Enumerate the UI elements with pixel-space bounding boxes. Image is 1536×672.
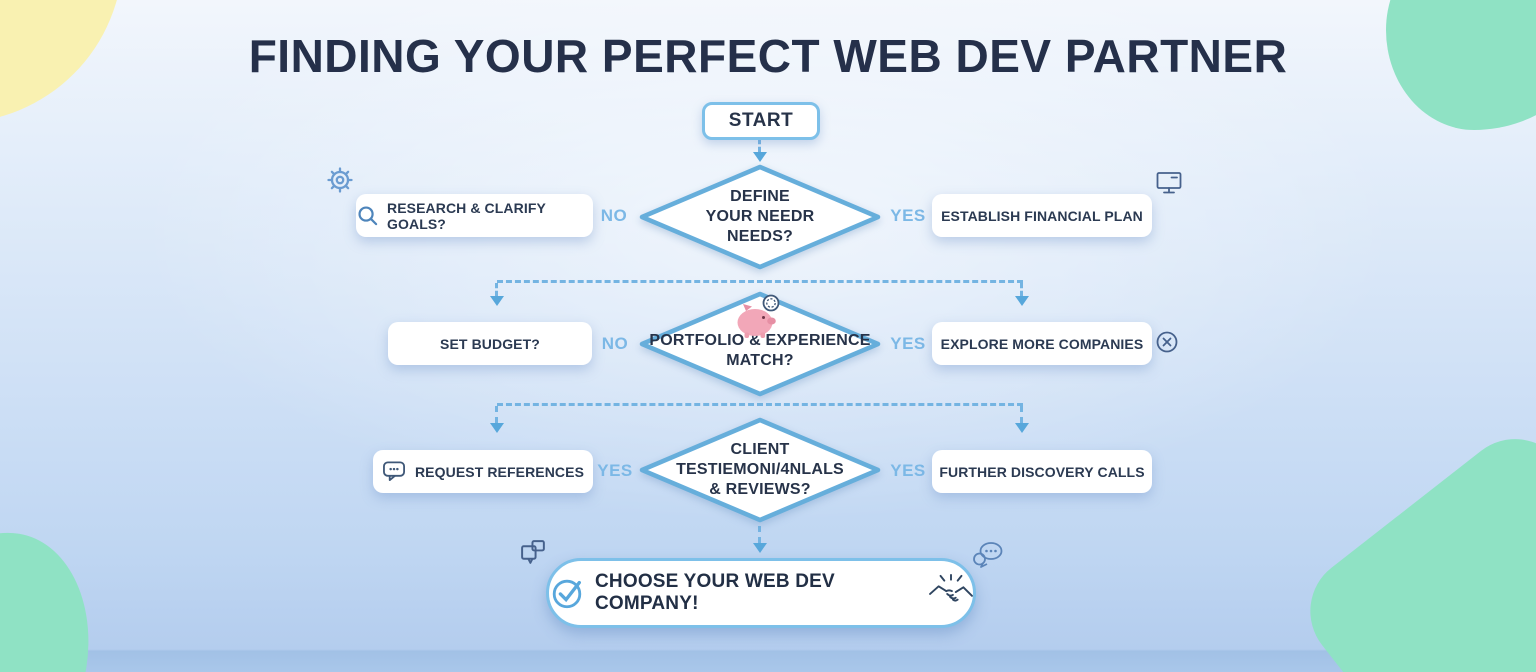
- gear-icon: [326, 166, 354, 194]
- action-set-budget: SET BUDGET?: [388, 322, 592, 365]
- arrow-down-icon: [490, 423, 504, 433]
- action-request-references: REQUEST REFERENCES: [373, 450, 593, 493]
- action-establish-financial-plan: ESTABLISH FINANCIAL PLAN: [932, 194, 1152, 237]
- branch-label-no-2: NO: [601, 334, 629, 353]
- action-label: FURTHER DISCOVERY CALLS: [939, 463, 1145, 480]
- flow-connector-row3: [497, 403, 1023, 406]
- start-node: START: [702, 102, 820, 140]
- monitor-icon: [1156, 171, 1182, 195]
- arrow-down-icon: [1015, 296, 1029, 306]
- action-label: RESEARCH & CLARIFY GOALS?: [387, 199, 546, 232]
- action-research-clarify-goals: RESEARCH & CLARIFY GOALS?: [356, 194, 593, 237]
- action-label: SET BUDGET?: [440, 335, 540, 352]
- flow-connector-row2-right: [1020, 283, 1023, 296]
- branch-label-no-1: NO: [600, 206, 628, 225]
- action-label: REQUEST REFERENCES: [414, 463, 585, 480]
- decision-client-testimonials: CLIENT TESTIEMONI/4NLALS & REVIEWS?: [637, 415, 883, 525]
- start-label: START: [728, 110, 794, 131]
- arrow-down-icon: [753, 543, 767, 553]
- flow-connector-row2: [497, 280, 1023, 283]
- chat-bubble-icon: [382, 460, 407, 483]
- end-node: CHOOSE YOUR WEB DEV COMPANY!: [546, 558, 976, 628]
- action-further-discovery-calls: FURTHER DISCOVERY CALLS: [932, 450, 1152, 493]
- decision-portfolio-match: PORTFOLIO & EXPERIENCE MATCH?: [637, 289, 883, 399]
- diamond-shape: [639, 164, 881, 270]
- arrow-down-icon: [753, 152, 767, 162]
- diamond-shape: [639, 291, 881, 397]
- branch-label-yes-1: YES: [890, 206, 926, 225]
- flow-connector-row3-right: [1020, 406, 1023, 423]
- x-circle-icon: [1155, 330, 1179, 354]
- flow-connector-row2-left: [495, 283, 498, 296]
- decision-label: DEFINE YOUR NEEDR NEEDS?: [705, 188, 815, 245]
- check-circle-icon: [549, 575, 585, 611]
- flow-connector-start: [758, 139, 761, 152]
- search-icon: [356, 204, 379, 227]
- page-title: FINDING YOUR PERFECT WEB DEV PARTNER: [248, 30, 1288, 82]
- decision-label: CLIENT TESTIEMONI/4NLALS & REVIEWS?: [676, 441, 844, 498]
- action-label: EXPLORE MORE COMPANIES: [940, 335, 1144, 352]
- arrow-down-icon: [1015, 423, 1029, 433]
- piggy-bank-icon: [731, 293, 785, 339]
- action-explore-more-companies: EXPLORE MORE COMPANIES: [932, 322, 1152, 365]
- branch-label-yes-3-left: YES: [597, 461, 633, 480]
- branch-label-yes-2: YES: [890, 334, 926, 353]
- diamond-shape: [639, 417, 881, 523]
- decision-define-needs: DEFINE YOUR NEEDR NEEDS?: [637, 162, 883, 272]
- decision-label: PORTFOLIO & EXPERIENCE MATCH?: [649, 332, 871, 369]
- chat-squares-icon: [519, 538, 548, 567]
- branch-label-yes-3-right: YES: [890, 461, 926, 480]
- flow-connector-end: [758, 526, 761, 543]
- handshake-icon: [929, 573, 973, 613]
- speech-bubbles-icon: [971, 540, 1005, 570]
- arrow-down-icon: [490, 296, 504, 306]
- end-label: CHOOSE YOUR WEB DEV COMPANY!: [595, 571, 835, 614]
- flow-connector-row3-left: [495, 406, 498, 423]
- action-label: ESTABLISH FINANCIAL PLAN: [941, 207, 1143, 224]
